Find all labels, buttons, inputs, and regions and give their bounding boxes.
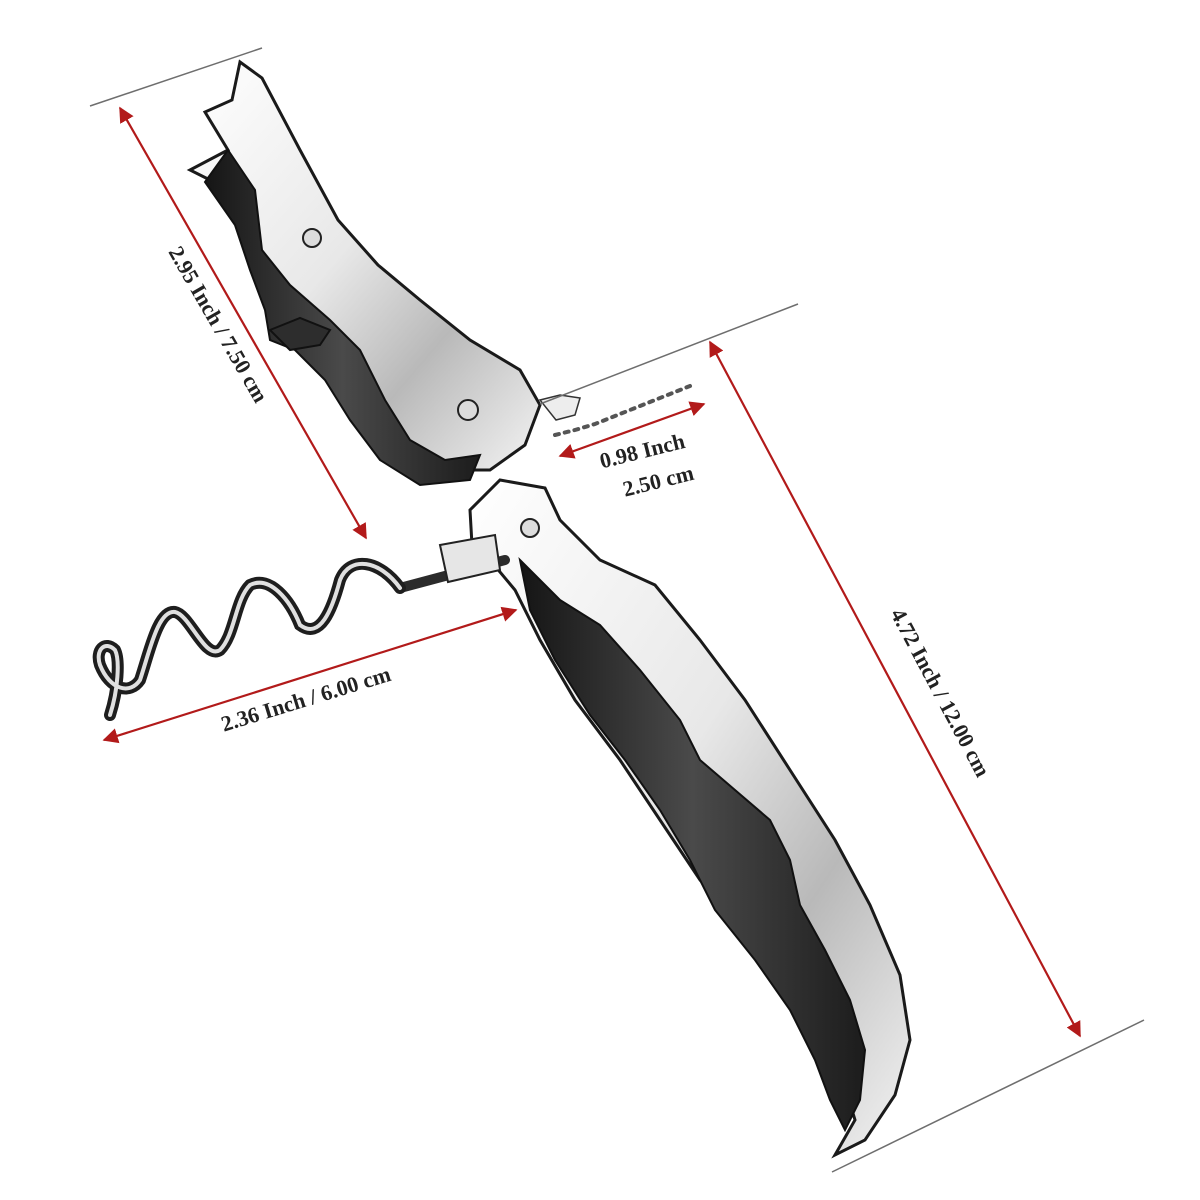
worm-length-line [102,606,518,744]
hinge-rivet [457,399,479,421]
worm-length-label: 2.36 Inch / 6.00 cm [218,661,394,736]
total-length-label: 4.72 Inch / 12.00 cm [886,604,996,781]
handle-rivet [520,518,540,538]
dimension-lines [102,106,1081,1038]
foil-blade [538,394,581,421]
corkscrew [92,59,912,1159]
worm-collar [438,533,502,584]
extension-lines [89,47,1145,1173]
total-length-line [709,340,1081,1038]
opener-length-line [119,106,367,540]
lever-rivet [302,228,322,248]
blade-length-line [558,401,706,459]
